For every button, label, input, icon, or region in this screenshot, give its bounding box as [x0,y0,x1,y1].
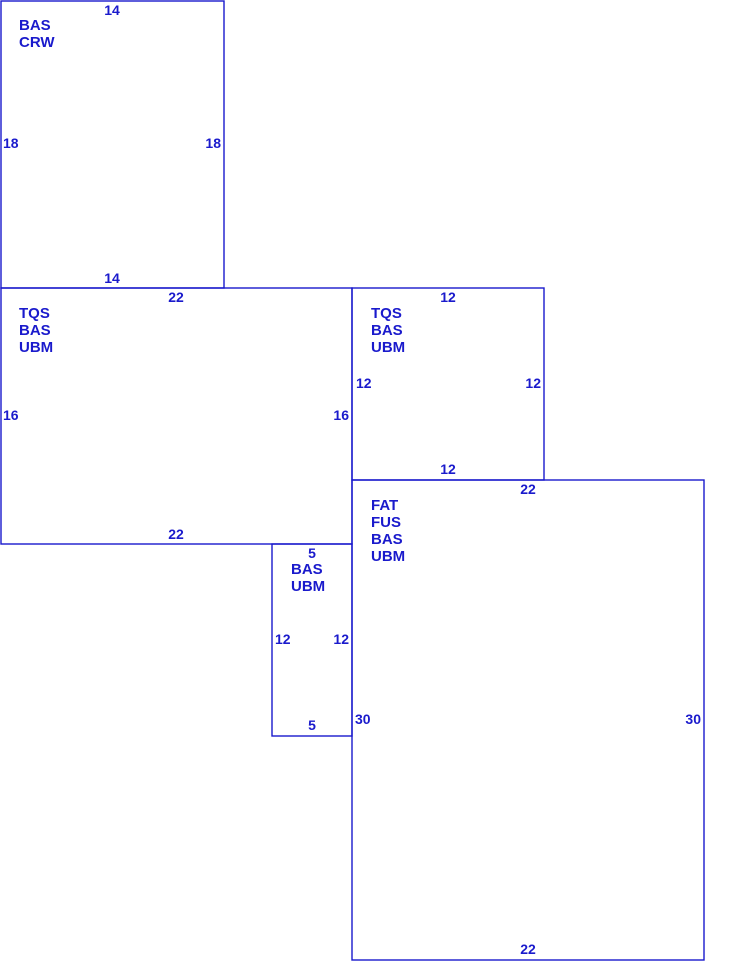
area-3-code: UBM [371,339,405,356]
area-4-code: UBM [291,578,325,595]
area-5-outline [351,479,705,961]
area-4-top-dimension: 5 [308,545,316,561]
area-3: TQS BAS UBM 12 12 12 12 [351,287,545,481]
area-3-bottom-dimension: 12 [440,461,456,477]
area-5-left-dimension: 30 [355,711,371,727]
area-2-outline [0,287,353,545]
area-2-code: BAS [19,322,51,339]
area-1-right-dimension: 18 [205,135,221,151]
area-5-code: UBM [371,548,405,565]
area-1-bottom-dimension: 14 [104,270,120,286]
area-2-left-dimension: 16 [3,407,19,423]
area-5-bottom-dimension: 22 [520,941,536,957]
area-1-top-dimension: 14 [104,2,120,18]
area-4-right-dimension: 12 [333,631,349,647]
area-3-top-dimension: 12 [440,289,456,305]
area-3-code: TQS [371,305,402,322]
area-1-left-dimension: 18 [3,135,19,151]
area-2: TQS BAS UBM 22 22 16 16 [0,287,353,545]
area-2-code: TQS [19,305,50,322]
area-1: BAS CRW 14 14 18 18 [0,0,225,289]
area-5-code: FUS [371,514,401,531]
area-5-top-dimension: 22 [520,481,536,497]
area-2-right-dimension: 16 [333,407,349,423]
area-4: BAS UBM 5 5 12 12 [271,543,353,737]
area-2-code: UBM [19,339,53,356]
area-5-code: FAT [371,497,398,514]
area-5-code: BAS [371,531,403,548]
area-3-left-dimension: 12 [356,375,372,391]
area-4-left-dimension: 12 [275,631,291,647]
area-2-top-dimension: 22 [168,289,184,305]
area-3-right-dimension: 12 [525,375,541,391]
area-4-code: BAS [291,561,323,578]
area-3-code: BAS [371,322,403,339]
area-5: FAT FUS BAS UBM 22 22 30 30 [351,479,705,961]
area-4-bottom-dimension: 5 [308,717,316,733]
area-2-bottom-dimension: 22 [168,526,184,542]
area-1-code: CRW [19,34,55,51]
area-5-right-dimension: 30 [685,711,701,727]
area-1-code: BAS [19,17,51,34]
